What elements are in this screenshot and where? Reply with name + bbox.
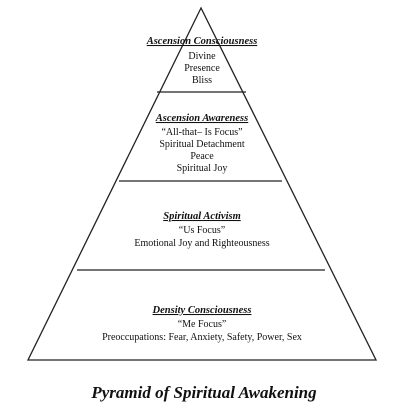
tier-ascension-awareness: Ascension Awareness “All-that– Is Focus”… xyxy=(155,113,248,174)
tier-ascension-consciousness: Ascension Consciousness Divine Presence … xyxy=(146,36,258,86)
tier-line: Preoccupations: Fear, Anxiety, Safety, P… xyxy=(102,332,302,343)
tier-title: Ascension Awareness xyxy=(155,113,248,124)
tier-line: Presence xyxy=(184,63,220,74)
diagram-caption: Pyramid of Spiritual Awakening xyxy=(90,383,317,402)
tier-line: “Us Focus” xyxy=(179,225,225,236)
tier-title: Ascension Consciousness xyxy=(146,36,258,47)
tier-spiritual-activism: Spiritual Activism “Us Focus” Emotional … xyxy=(134,211,269,249)
tier-line: Spiritual Detachment xyxy=(159,139,244,150)
tier-line: Peace xyxy=(190,151,214,162)
tier-line: Divine xyxy=(188,51,216,62)
tier-title: Density Consciousness xyxy=(152,305,252,316)
tier-line: Spiritual Joy xyxy=(177,163,228,174)
tier-line: “All-that– Is Focus” xyxy=(161,127,242,138)
pyramid-outline xyxy=(26,6,378,361)
tier-title: Spiritual Activism xyxy=(163,211,241,222)
tier-line: Emotional Joy and Righteousness xyxy=(134,238,269,249)
tier-line: “Me Focus” xyxy=(178,319,227,330)
tier-line: Bliss xyxy=(192,75,212,86)
tier-density-consciousness: Density Consciousness “Me Focus” Preoccu… xyxy=(102,305,302,343)
